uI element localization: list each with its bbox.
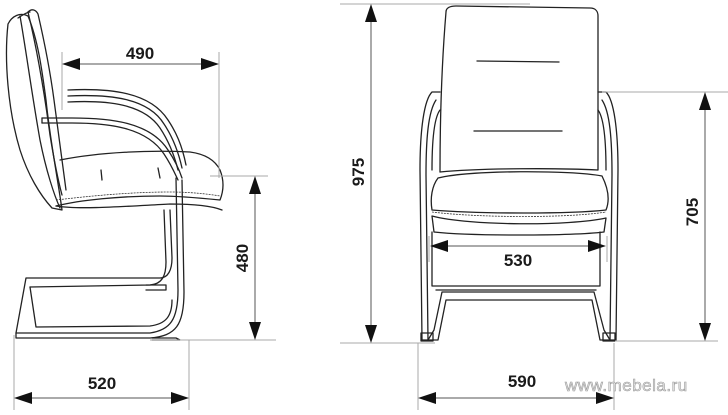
front-frame [420,231,616,342]
dim-seat-depth: 490 [62,44,219,70]
front-armrests [419,91,619,341]
dim-overall-depth: 520 [14,374,189,404]
dim-overall-width-label: 590 [508,372,536,391]
dim-seat-width: 530 [430,240,606,270]
side-guides [13,52,276,410]
dim-overall-height-label: 975 [349,158,368,186]
front-backrest [439,5,599,173]
side-frame [15,177,185,341]
dim-overall-depth-label: 520 [88,374,116,393]
side-view: 490 480 520 [5,9,276,410]
dim-seat-width-label: 530 [504,251,532,270]
watermark: www.mebela.ru [564,376,688,395]
front-view: 975 705 530 590 [340,3,728,410]
dim-overall-height: 975 [349,4,377,343]
dim-seat-depth-label: 490 [126,44,154,63]
side-armrest [41,88,187,181]
side-backrest [5,9,67,211]
front-guides [340,3,728,410]
dim-armrest-height: 705 [683,92,711,341]
dim-seat-height: 480 [233,176,261,340]
dim-overall-width: 590 [418,372,614,404]
dim-seat-height-label: 480 [233,244,252,272]
front-seat [430,171,609,236]
side-seat [55,150,224,211]
dim-armrest-height-label: 705 [683,198,702,226]
